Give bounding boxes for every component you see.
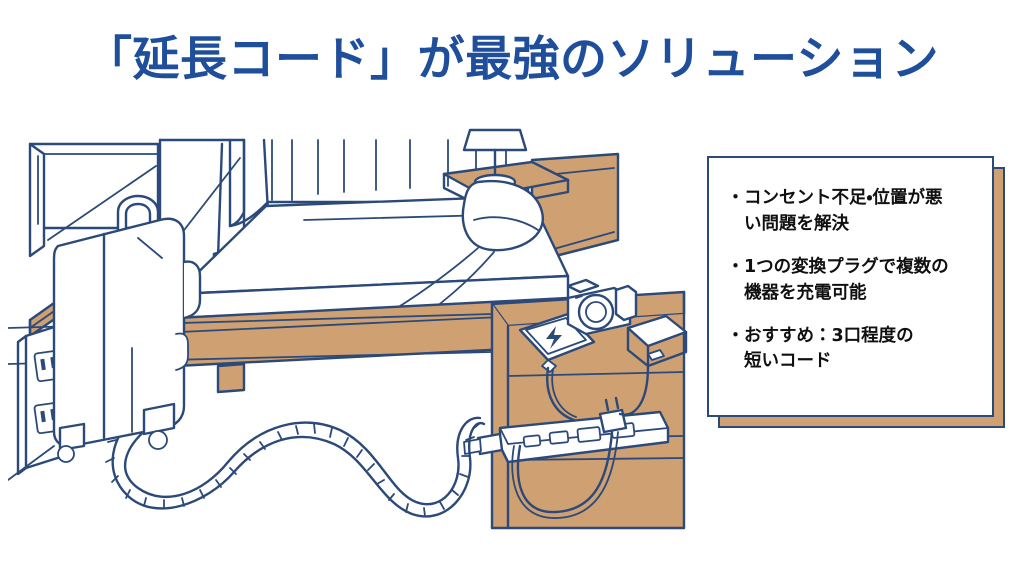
bullet-text: コンセント不足・位置が悪 い問題を解決: [744, 186, 978, 238]
key-points-card: ・ コンセント不足・位置が悪 い問題を解決 ・ 1つの変換プラグで複数の 機器を…: [707, 156, 1005, 428]
bullet-line-1: コンセント不足・位置が悪: [744, 188, 943, 208]
suitcase: [52, 194, 202, 463]
bullet-text: 1つの変換プラグで複数の 機器を充電可能: [744, 255, 978, 307]
bullet-marker: ・: [727, 325, 744, 346]
floor-line: [8, 445, 55, 481]
device-cables: [511, 364, 650, 519]
hotel-room-illustration: .ln{fill:none;stroke:#2C4A79;stroke-widt…: [8, 128, 688, 530]
bullet-marker: ・: [727, 188, 744, 208]
list-item: ・ 1つの変換プラグで複数の 機器を充電可能: [727, 255, 978, 307]
list-item: ・ おすすめ：3口程度の 短いコード: [727, 324, 978, 376]
bullet-line-2: い問題を解決: [744, 213, 849, 234]
bullet-marker: ・: [727, 256, 744, 277]
bullet-text: おすすめ：3口程度の 短いコード: [744, 324, 978, 376]
extension-cord: [105, 366, 486, 518]
camera: [566, 278, 638, 336]
bullet-line-1: おすすめ：3口程度の: [744, 325, 914, 346]
mirror-panel: [28, 142, 160, 258]
charger-brick: [626, 314, 688, 368]
charging-bolt-icon: [546, 326, 562, 349]
page-title: 「延長コード」が最強のソリューション: [84, 32, 940, 87]
list-item: ・ コンセント不足・位置が悪 い問題を解決: [727, 186, 978, 238]
card-surface: ・ コンセント不足・位置が悪 い問題を解決 ・ 1つの変換プラグで複数の 機器を…: [707, 156, 994, 417]
bullet-line-1: 1つの変換プラグで複数の: [744, 256, 949, 277]
inserted-plug: [598, 396, 628, 434]
bullet-line-2: 機器を充電可能: [744, 282, 867, 303]
bullet-line-2: 短いコード: [744, 351, 832, 372]
